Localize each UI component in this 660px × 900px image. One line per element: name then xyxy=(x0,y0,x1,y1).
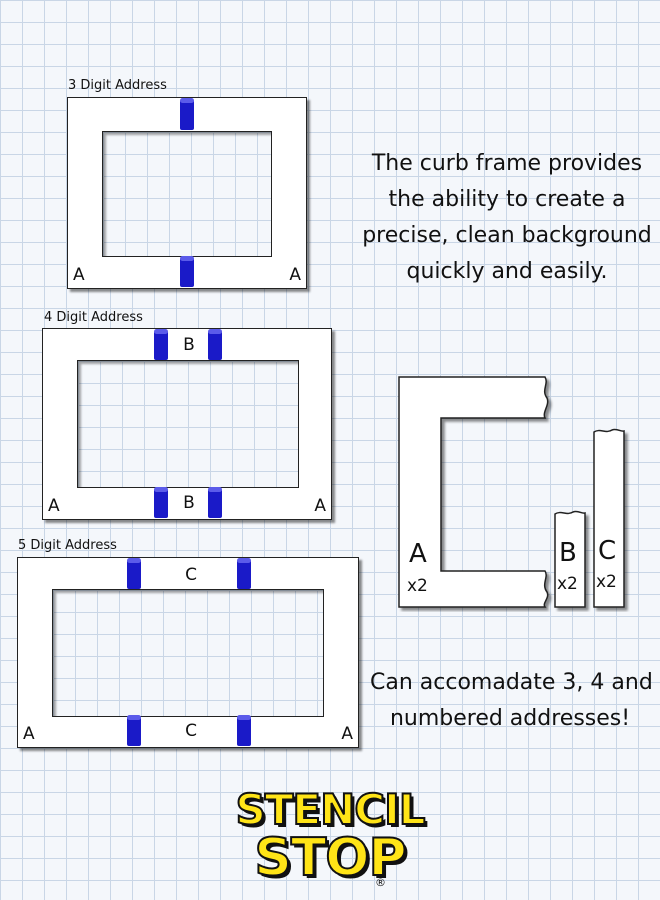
frame-4-digit: B B A A xyxy=(42,328,332,520)
corner-piece-label: A xyxy=(73,265,85,285)
piece-a-shape xyxy=(398,376,549,608)
corner-piece-label: A xyxy=(314,496,326,516)
description-line: the ability to create a xyxy=(388,187,626,212)
capacity-line: numbered addresses! xyxy=(389,706,631,731)
piece-b-letter: B xyxy=(559,538,577,568)
frame-4-digit-label: 4 Digit Address xyxy=(44,310,143,325)
description-line: precise, clean background xyxy=(362,223,652,248)
piece-c-quantity: x2 xyxy=(596,572,617,592)
frame-5-digit: C C A A xyxy=(17,557,359,748)
tape-strip xyxy=(208,487,222,518)
corner-piece-label: A xyxy=(289,265,301,285)
tape-strip xyxy=(208,329,222,360)
tape-strip xyxy=(180,98,194,130)
logo-line-2: STOP xyxy=(253,828,407,888)
tape-strip xyxy=(237,715,251,746)
capacity-text: Can accomadate 3, 4 and 5 numbered addre… xyxy=(370,665,660,737)
middle-piece-label: B xyxy=(183,493,195,513)
frame-3-digit-label: 3 Digit Address xyxy=(68,78,167,93)
capacity-line: Can accomadate 3, 4 and 5 xyxy=(370,670,660,695)
middle-piece-label: C xyxy=(185,721,197,741)
piece-b-shape xyxy=(554,510,586,608)
description-text: The curb frame provides the ability to c… xyxy=(362,146,652,290)
frame-3-digit: A A xyxy=(67,97,307,289)
piece-b-quantity: x2 xyxy=(557,574,578,594)
middle-piece-label: C xyxy=(185,565,197,585)
description-line: The curb frame provides xyxy=(371,151,643,176)
middle-piece-label: B xyxy=(183,335,195,355)
piece-c-shape xyxy=(593,428,625,608)
tape-strip xyxy=(154,487,168,518)
frame-5-digit-label: 5 Digit Address xyxy=(18,538,117,553)
piece-a-quantity: x2 xyxy=(407,576,428,596)
frame-4-digit-opening xyxy=(77,360,299,488)
corner-piece-label: A xyxy=(341,724,353,744)
corner-piece-label: A xyxy=(48,496,60,516)
piece-c-letter: C xyxy=(598,536,617,566)
tape-strip xyxy=(154,329,168,360)
tape-strip xyxy=(127,558,141,589)
corner-piece-label: A xyxy=(23,724,35,744)
tape-strip xyxy=(180,256,194,287)
frame-3-digit-opening xyxy=(102,131,272,257)
logo-line-1: STENCIL xyxy=(235,785,427,834)
description-line: quickly and easily. xyxy=(406,259,608,284)
registered-mark: ® xyxy=(375,876,386,889)
tape-strip xyxy=(237,558,251,589)
tape-strip xyxy=(127,715,141,746)
piece-a-letter: A xyxy=(409,539,427,569)
frame-5-digit-opening xyxy=(52,589,324,717)
